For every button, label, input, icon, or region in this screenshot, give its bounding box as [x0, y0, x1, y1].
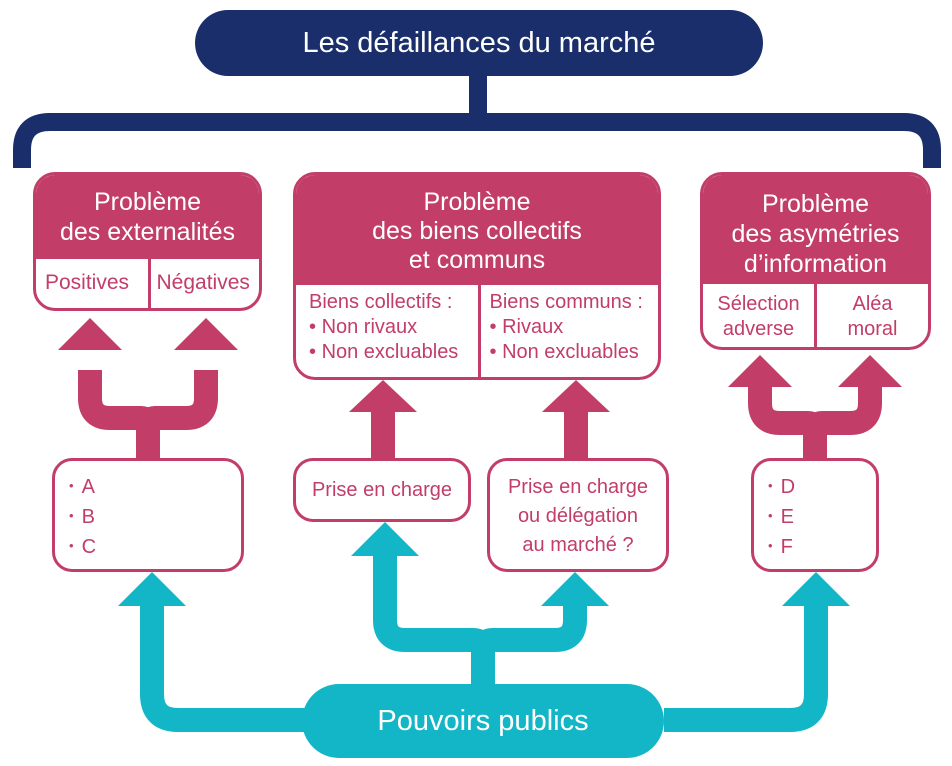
arrow-shaft-collectifs — [371, 408, 395, 458]
arrowhead-collectifs — [349, 380, 417, 412]
asymetries-selection-adverse: Sélection adverse — [717, 293, 800, 340]
list-box-def: •D •E •F — [751, 458, 879, 572]
externalites-positives: Positives — [45, 271, 130, 294]
card-asymetries: Problème des asymétries d’information Sé… — [700, 172, 931, 350]
biens-communs-item: • Non excluables — [489, 341, 639, 363]
list-item: •B — [69, 506, 95, 528]
arrowhead-alea — [838, 355, 902, 387]
biens-collectifs-item: • Non rivaux — [309, 316, 418, 338]
title: Les défaillances du marché — [195, 10, 763, 76]
box-prise-en-charge: Prise en charge — [293, 458, 471, 522]
list-item: •E — [768, 506, 794, 528]
arrowhead-communs — [542, 380, 610, 412]
card-externalites: Problème des externalités Positives Néga… — [33, 172, 262, 311]
fork-arrow-externalites — [78, 370, 218, 458]
card-biens: Problème des biens collectifs et communs… — [293, 172, 661, 380]
card-asymetries-heading: Problème des asymétries d’information — [703, 175, 928, 284]
arrowhead-selection — [728, 355, 792, 387]
list-box-abc: •A •B •C — [52, 458, 244, 572]
biens-collectifs: Biens collectifs : • Non rivaux • Non ex… — [296, 285, 478, 377]
externalites-negatives: Négatives — [147, 259, 260, 308]
arrowhead-positives — [58, 318, 122, 350]
biens-communs-title: Biens communs : — [489, 291, 643, 313]
card-biens-heading: Problème des biens collectifs et communs — [296, 175, 658, 285]
teal-arrows — [140, 555, 828, 732]
biens-communs: Biens communs : • Rivaux • Non excluable… — [477, 285, 659, 377]
arrowhead-prise-en-charge — [351, 522, 419, 556]
arrowhead-externalites-box — [118, 572, 186, 606]
fork-arrow-asymetries — [748, 385, 882, 458]
biens-collectifs-item: • Non excluables — [309, 341, 459, 363]
card-externalites-heading: Problème des externalités — [36, 175, 259, 259]
list-item: •A — [69, 476, 95, 498]
arrowhead-delegation — [541, 572, 609, 606]
pouvoirs-publics: Pouvoirs publics — [302, 684, 664, 758]
arrowhead-asymetries-box — [782, 572, 850, 606]
box-prise-en-charge-delegation: Prise en charge ou délégation au marché … — [487, 458, 669, 572]
biens-communs-item: • Rivaux — [489, 316, 564, 338]
arrow-shaft-communs — [564, 408, 588, 458]
biens-collectifs-title: Biens collectifs : — [309, 291, 453, 313]
asymetries-alea-moral: Aléa moral — [814, 284, 928, 347]
list-item: •F — [768, 536, 793, 558]
list-item: •D — [768, 476, 796, 498]
arrowhead-negatives — [174, 318, 238, 350]
title-bracket — [13, 76, 941, 168]
list-item: •C — [69, 536, 97, 558]
